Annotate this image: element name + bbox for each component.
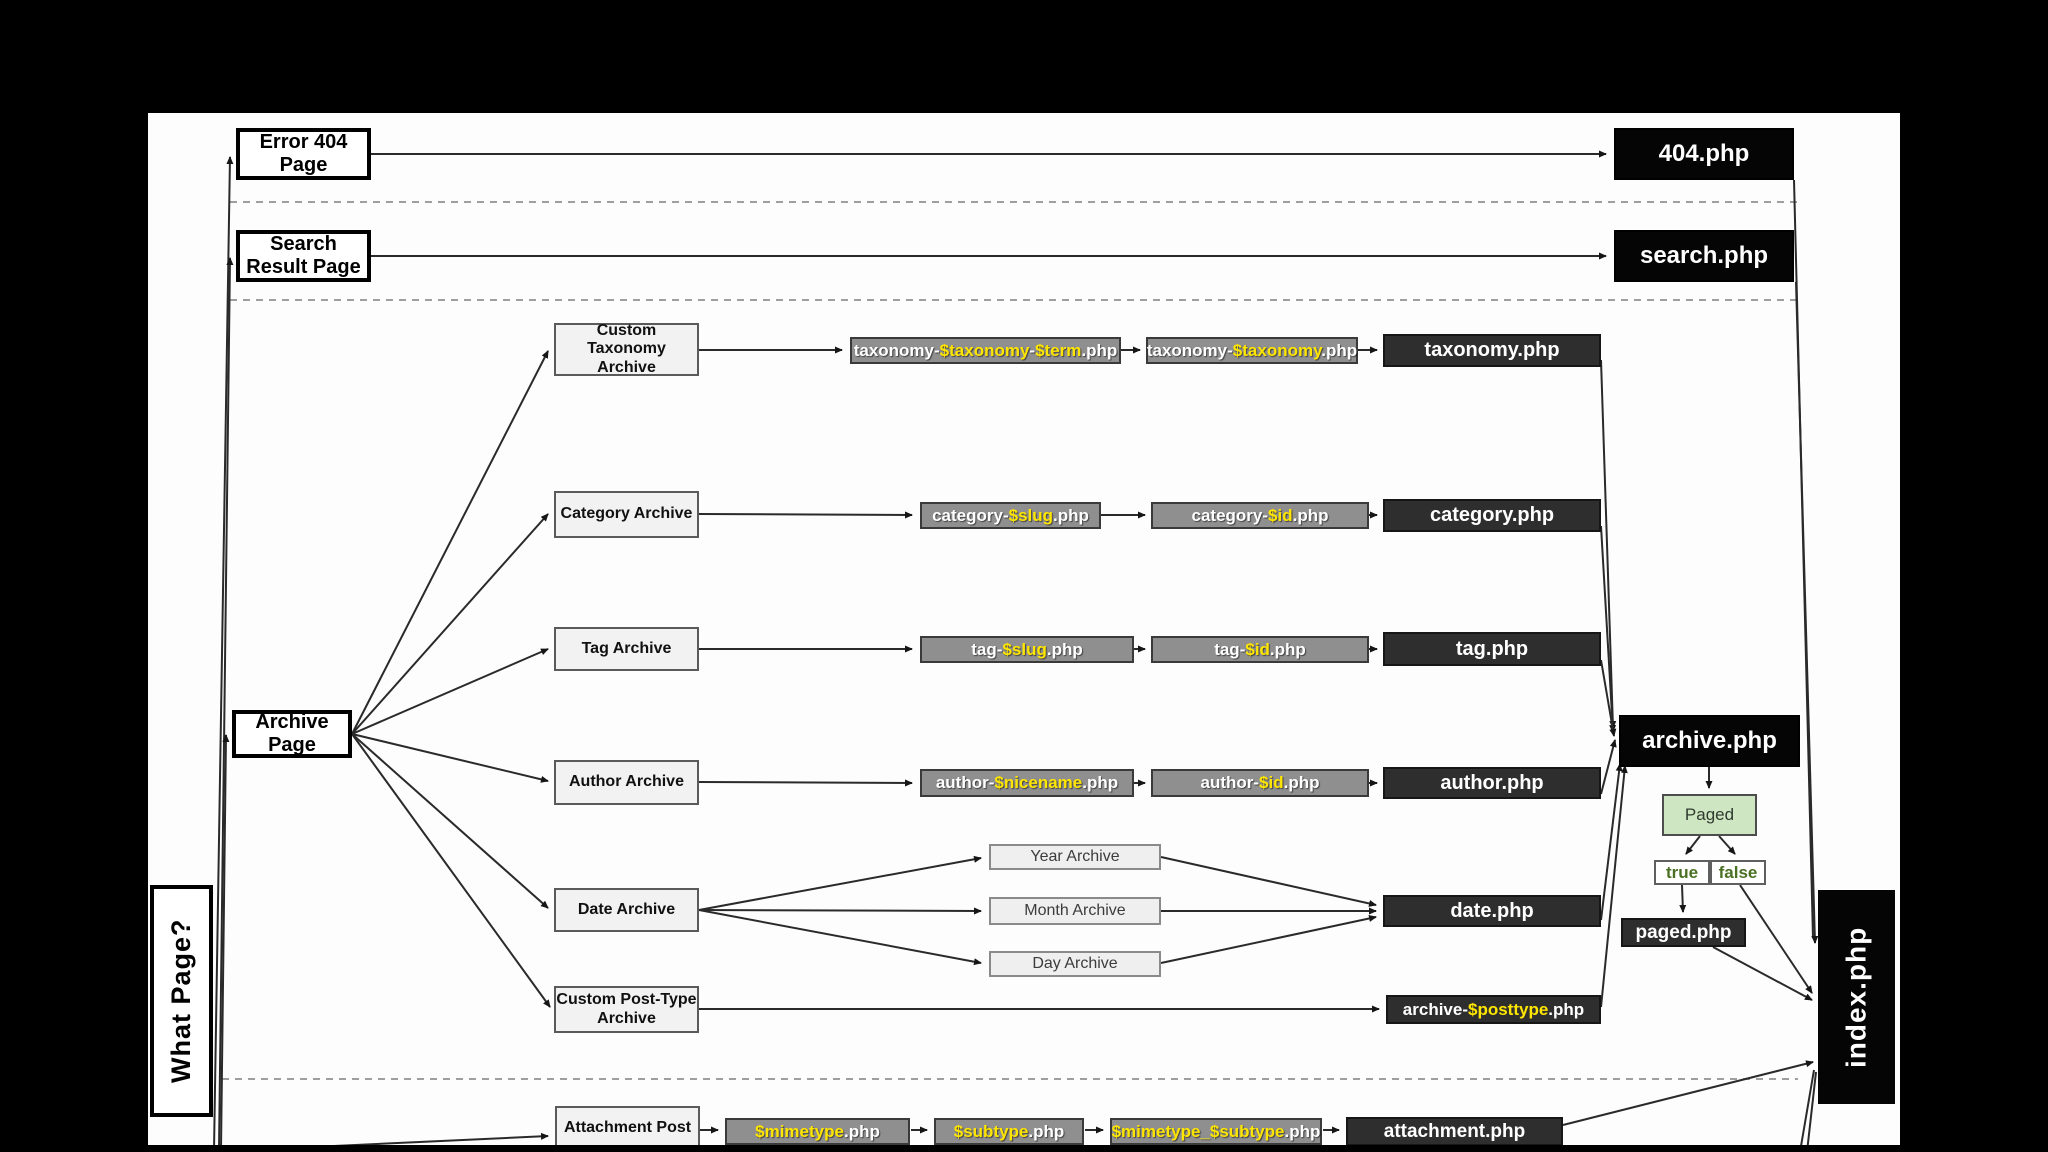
- node-label: Month Archive: [1024, 901, 1126, 919]
- node-label: category-$id.php: [1191, 505, 1329, 525]
- node-author-id-php: author-$id.php: [1151, 769, 1369, 797]
- node-label: search.php: [1639, 242, 1769, 270]
- node-label: Date Archive: [577, 900, 676, 918]
- node-paged-condition: Paged: [1662, 794, 1757, 836]
- node-paged-php: paged.php: [1621, 918, 1746, 947]
- node-tag-php: tag.php: [1383, 632, 1601, 666]
- node-label: Custom Post-Type Archive: [556, 991, 697, 1027]
- node-taxonomy-taxonomy-term-php: taxonomy-$taxonomy-$term.php: [850, 337, 1121, 364]
- node-paged-true: true: [1654, 860, 1710, 885]
- node-category-php: category.php: [1383, 499, 1601, 532]
- node-mimetype-subtype-php: $mimetype_$subtype.php: [1110, 1118, 1322, 1145]
- node-label: attachment.php: [1383, 1120, 1526, 1142]
- node-category-id-php: category-$id.php: [1151, 502, 1369, 529]
- node-label: taxonomy-$taxonomy.php: [1146, 340, 1358, 360]
- node-label: tag-$slug.php: [971, 639, 1083, 659]
- node-label: Error 404 Page: [259, 131, 348, 176]
- diagram-title: What Page?: [165, 918, 196, 1084]
- node-label: Custom Taxonomy Archive: [587, 321, 666, 376]
- node-label: Category Archive: [560, 505, 693, 523]
- node-label: true: [1665, 862, 1699, 882]
- letterbox-top: [0, 0, 2048, 113]
- node-label: index.php: [1840, 926, 1872, 1068]
- node-label: Author Archive: [569, 773, 684, 791]
- node-label: date.php: [1450, 899, 1534, 922]
- node-paged-false: false: [1710, 860, 1766, 885]
- node-date-php: date.php: [1383, 895, 1601, 927]
- node-label: paged.php: [1635, 921, 1732, 943]
- node-search-result-page: Search Result Page: [236, 230, 371, 282]
- node-label: Day Archive: [1032, 954, 1118, 972]
- node-label: Archive Page: [255, 711, 329, 756]
- node-custom-post-type-archive: Custom Post-Type Archive: [554, 986, 699, 1033]
- node-year-archive: Year Archive: [989, 844, 1161, 870]
- node-taxonomy-taxonomy-php: taxonomy-$taxonomy.php: [1146, 337, 1358, 364]
- node-label: 404.php: [1658, 140, 1750, 168]
- node-label: $mimetype_$subtype.php: [1111, 1121, 1321, 1141]
- node-label: taxonomy.php: [1424, 339, 1560, 361]
- node-attachment-php: attachment.php: [1346, 1117, 1563, 1146]
- node-label: taxonomy-$taxonomy-$term.php: [853, 340, 1118, 360]
- node-subtype-php: $subtype.php: [934, 1118, 1084, 1145]
- node-label: false: [1718, 862, 1758, 882]
- node-error-404-page: Error 404 Page: [236, 128, 371, 180]
- node-index-php: index.php: [1818, 890, 1895, 1104]
- node-label: Paged: [1684, 805, 1735, 825]
- node-date-archive: Date Archive: [554, 888, 699, 932]
- node-label: Year Archive: [1030, 847, 1120, 865]
- node-label: tag.php: [1455, 637, 1529, 660]
- node-attachment-post: Attachment Post: [555, 1106, 700, 1150]
- letterbox-bottom: [0, 1145, 2048, 1152]
- node-mimetype-php: $mimetype.php: [725, 1118, 910, 1145]
- node-tag-id-php: tag-$id.php: [1151, 636, 1369, 663]
- node-label: Search Result Page: [246, 233, 361, 278]
- node-label: Attachment Post: [563, 1118, 692, 1136]
- node-label: Tag Archive: [581, 639, 672, 657]
- node-label: $subtype.php: [953, 1121, 1065, 1141]
- node-archive-page: Archive Page: [232, 710, 352, 758]
- node-label: archive.php: [1642, 727, 1777, 755]
- node-tag-slug-php: tag-$slug.php: [920, 636, 1134, 663]
- node-archive-php: archive.php: [1619, 715, 1800, 767]
- node-label: archive-$posttype.php: [1402, 999, 1585, 1019]
- node-archive-posttype-php: archive-$posttype.php: [1386, 995, 1601, 1024]
- node-search-php: search.php: [1614, 230, 1794, 282]
- node-category-slug-php: category-$slug.php: [920, 502, 1101, 529]
- node-author-archive: Author Archive: [554, 760, 699, 805]
- letterbox-right: [1900, 0, 2048, 1152]
- node-what-page: What Page?: [150, 885, 213, 1117]
- node-author-php: author.php: [1383, 767, 1601, 799]
- node-day-archive: Day Archive: [989, 951, 1161, 977]
- node-taxonomy-php: taxonomy.php: [1383, 334, 1601, 367]
- node-custom-taxonomy-archive: Custom Taxonomy Archive: [554, 321, 699, 376]
- node-404-php: 404.php: [1614, 128, 1794, 180]
- node-label: $mimetype.php: [755, 1121, 880, 1141]
- node-month-archive: Month Archive: [989, 897, 1161, 925]
- node-tag-archive: Tag Archive: [554, 627, 699, 671]
- node-label: author-$id.php: [1200, 773, 1320, 793]
- letterbox-left: [0, 0, 148, 1152]
- node-label: author-$nicename.php: [935, 773, 1119, 793]
- node-category-archive: Category Archive: [554, 491, 699, 538]
- node-author-nicename-php: author-$nicename.php: [920, 769, 1134, 797]
- node-label: category-$slug.php: [932, 505, 1089, 525]
- node-label: category.php: [1429, 504, 1555, 526]
- node-label: author.php: [1440, 771, 1544, 794]
- node-label: tag-$id.php: [1214, 639, 1306, 659]
